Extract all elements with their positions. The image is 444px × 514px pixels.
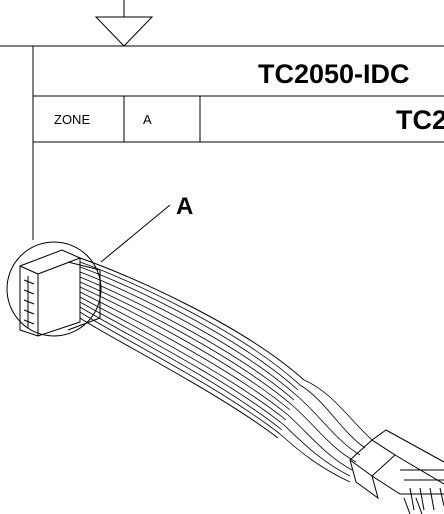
detail-circle: [6, 241, 102, 337]
fanout-wires: [279, 379, 373, 483]
datum-symbol: [94, 0, 154, 47]
part-number-short: TC2: [396, 105, 444, 135]
title-block: TC2050-IDC ZONE A TC2: [0, 45, 444, 240]
callout-leader-line: [100, 204, 171, 263]
idc-connector: [19, 249, 101, 337]
tc2050-plug: [349, 429, 444, 514]
pogo-pins: [403, 487, 444, 514]
zone-value: A: [143, 112, 152, 127]
detail-callout: A: [6, 193, 193, 337]
part-number-title: TC2050-IDC: [258, 59, 410, 89]
connector-pins: [23, 276, 35, 328]
zone-label: ZONE: [54, 112, 90, 127]
detail-callout-label: A: [176, 193, 193, 220]
ribbon-cable: [79, 257, 305, 439]
